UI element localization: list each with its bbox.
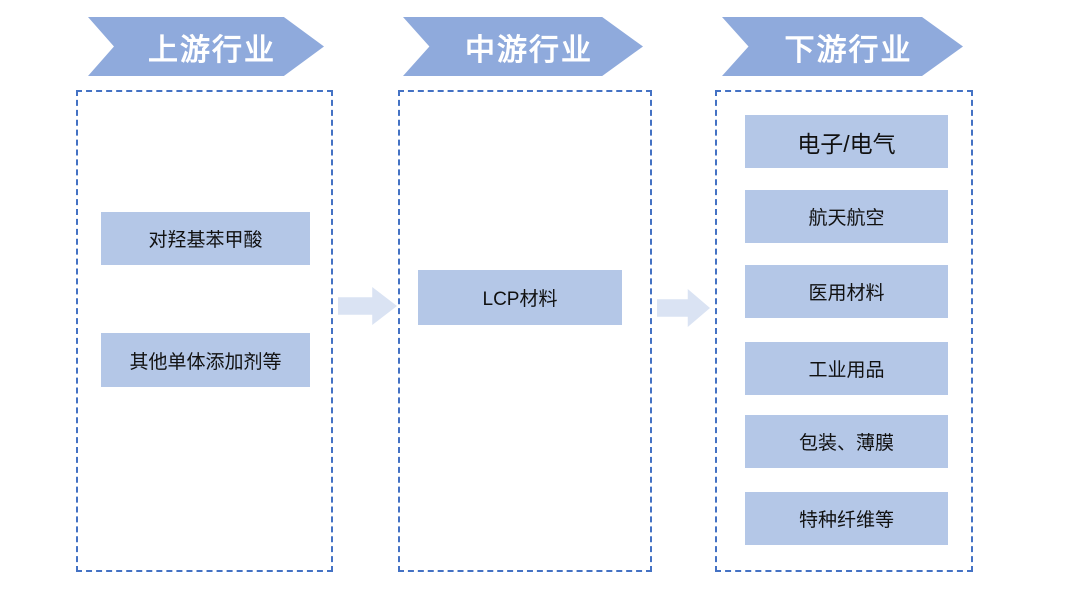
- box-electronics: 电子/电气: [745, 115, 948, 168]
- box-aerospace: 航天航空: [745, 190, 948, 243]
- header-downstream-label: 下游行业: [784, 33, 913, 67]
- box-industrial-goods: 工业用品: [745, 342, 948, 395]
- box-special-fibers: 特种纤维等: [745, 492, 948, 545]
- upstream-panel: [76, 90, 333, 572]
- box-other-monomers: 其他单体添加剂等: [101, 333, 310, 387]
- header-upstream: 上游行业: [88, 17, 324, 76]
- box-phba: 对羟基苯甲酸: [101, 212, 310, 265]
- midstream-panel: [398, 90, 652, 572]
- right-arrow-icon: [657, 289, 710, 327]
- box-medical-materials: 医用材料: [745, 265, 948, 318]
- header-downstream: 下游行业: [722, 17, 963, 76]
- header-upstream-label: 上游行业: [148, 33, 276, 67]
- box-packaging-film: 包装、薄膜: [745, 415, 948, 468]
- box-lcp-material: LCP材料: [418, 270, 622, 325]
- downstream-panel: [715, 90, 973, 572]
- header-midstream: 中游行业: [403, 17, 643, 76]
- header-midstream-label: 中游行业: [465, 33, 593, 67]
- right-arrow-icon: [338, 287, 397, 325]
